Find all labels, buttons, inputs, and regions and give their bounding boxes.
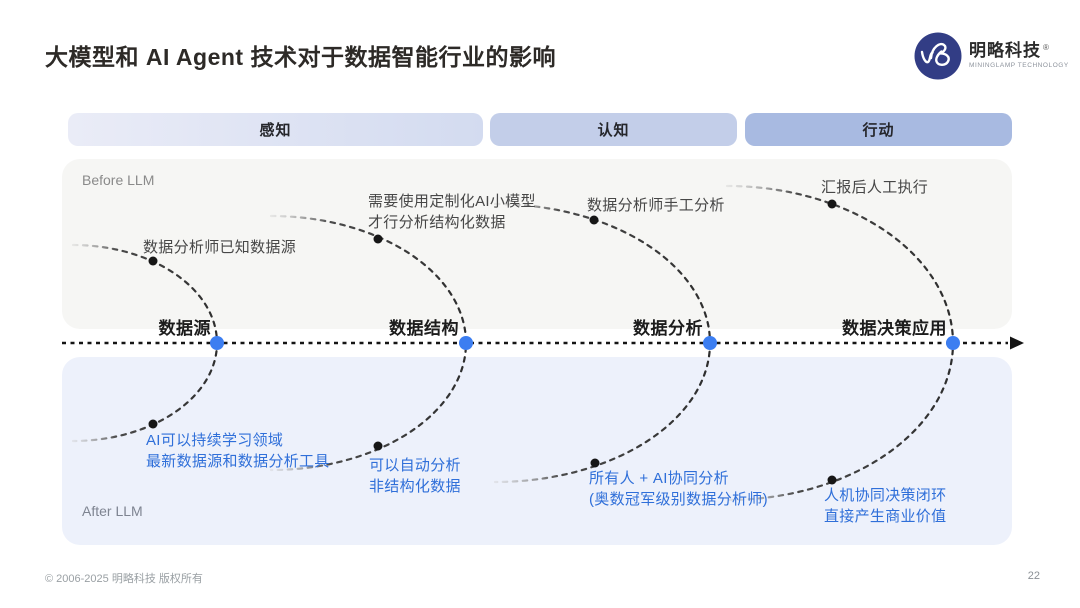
after-note-datastructure: 可以自动分析 非结构化数据	[369, 455, 461, 497]
logo-name-text: 明略科技	[969, 41, 1041, 61]
note-line: 人机协同决策闭环	[824, 487, 947, 504]
note-line: 需要使用定制化AI小模型	[368, 193, 536, 210]
note-line: 最新数据源和数据分析工具	[146, 453, 330, 470]
note-line: AI可以持续学习领域	[146, 432, 284, 449]
minglue-logo-icon	[914, 32, 962, 80]
logo-text: 明略科技® MININGLAMP TECHNOLOGY	[969, 42, 1069, 70]
logo-subtitle: MININGLAMP TECHNOLOGY	[969, 62, 1069, 70]
after-point-datasource	[148, 419, 158, 429]
note-line: 才行分析结构化数据	[368, 214, 506, 231]
after-point-dataanalysis	[590, 458, 600, 468]
copyright-text: © 2006-2025 明略科技 版权所有	[45, 573, 203, 585]
logo-name: 明略科技®	[969, 42, 1069, 59]
timeline-dot-datadecision	[946, 336, 960, 350]
stage-label-datastructure: 数据结构	[389, 319, 459, 338]
note-line: 汇报后人工执行	[821, 179, 929, 196]
before-note-datasource: 数据分析师已知数据源	[143, 237, 296, 258]
page-title: 大模型和 AI Agent 技术对于数据智能行业的影响	[45, 44, 556, 70]
before-note-datastructure: 需要使用定制化AI小模型 才行分析结构化数据	[368, 191, 536, 233]
company-logo: 明略科技® MININGLAMP TECHNOLOGY	[914, 32, 1069, 80]
after-point-datastructure	[373, 441, 383, 451]
after-note-datasource: AI可以持续学习领域 最新数据源和数据分析工具	[146, 430, 330, 472]
before-point-datastructure	[373, 234, 383, 244]
timeline-arrow-icon	[1010, 336, 1024, 350]
note-line: 数据分析师手工分析	[587, 197, 725, 214]
logo-registered-mark: ®	[1043, 42, 1050, 52]
stage-arc-datasource	[71, 243, 219, 443]
after-note-dataanalysis: 所有人 + AI协同分析 (奥数冠军级别数据分析师)	[589, 468, 768, 510]
phase-label: 认知	[597, 122, 630, 139]
after-point-datadecision	[827, 475, 837, 485]
stage-label-datasource: 数据源	[158, 319, 211, 338]
stage-label-datadecision: 数据决策应用	[842, 319, 947, 338]
note-line: (奥数冠军级别数据分析师)	[589, 491, 768, 508]
before-note-dataanalysis: 数据分析师手工分析	[587, 195, 725, 216]
stage-label-dataanalysis: 数据分析	[633, 319, 703, 338]
phase-pill-perception: 感知	[68, 113, 483, 146]
stage-arc-datastructure	[269, 214, 468, 472]
after-note-datadecision: 人机协同决策闭环 直接产生商业价值	[824, 485, 946, 527]
before-llm-panel	[62, 159, 1012, 329]
timeline-dot-dataanalysis	[703, 336, 717, 350]
note-line: 所有人 + AI协同分析	[589, 470, 729, 487]
after-llm-panel	[62, 357, 1012, 545]
before-point-dataanalysis	[589, 215, 599, 225]
timeline-dot-datasource	[210, 336, 224, 350]
timeline-dot-datastructure	[459, 336, 473, 350]
note-line: 可以自动分析	[369, 457, 461, 474]
note-line: 非结构化数据	[369, 478, 461, 495]
before-llm-label: Before LLM	[82, 172, 155, 188]
phase-label: 感知	[259, 122, 292, 139]
after-llm-label: After LLM	[82, 503, 143, 519]
page-number: 22	[1027, 570, 1040, 582]
before-point-datasource	[148, 256, 158, 266]
before-note-datadecision: 汇报后人工执行	[821, 177, 928, 198]
note-line: 数据分析师已知数据源	[143, 239, 297, 256]
before-point-datadecision	[827, 199, 837, 209]
note-line: 直接产生商业价值	[824, 508, 947, 525]
logo-swirl-right	[929, 43, 950, 66]
phase-pill-action: 行动	[745, 113, 1012, 146]
phase-label: 行动	[862, 122, 895, 139]
phase-pill-cognition: 认知	[490, 113, 737, 146]
